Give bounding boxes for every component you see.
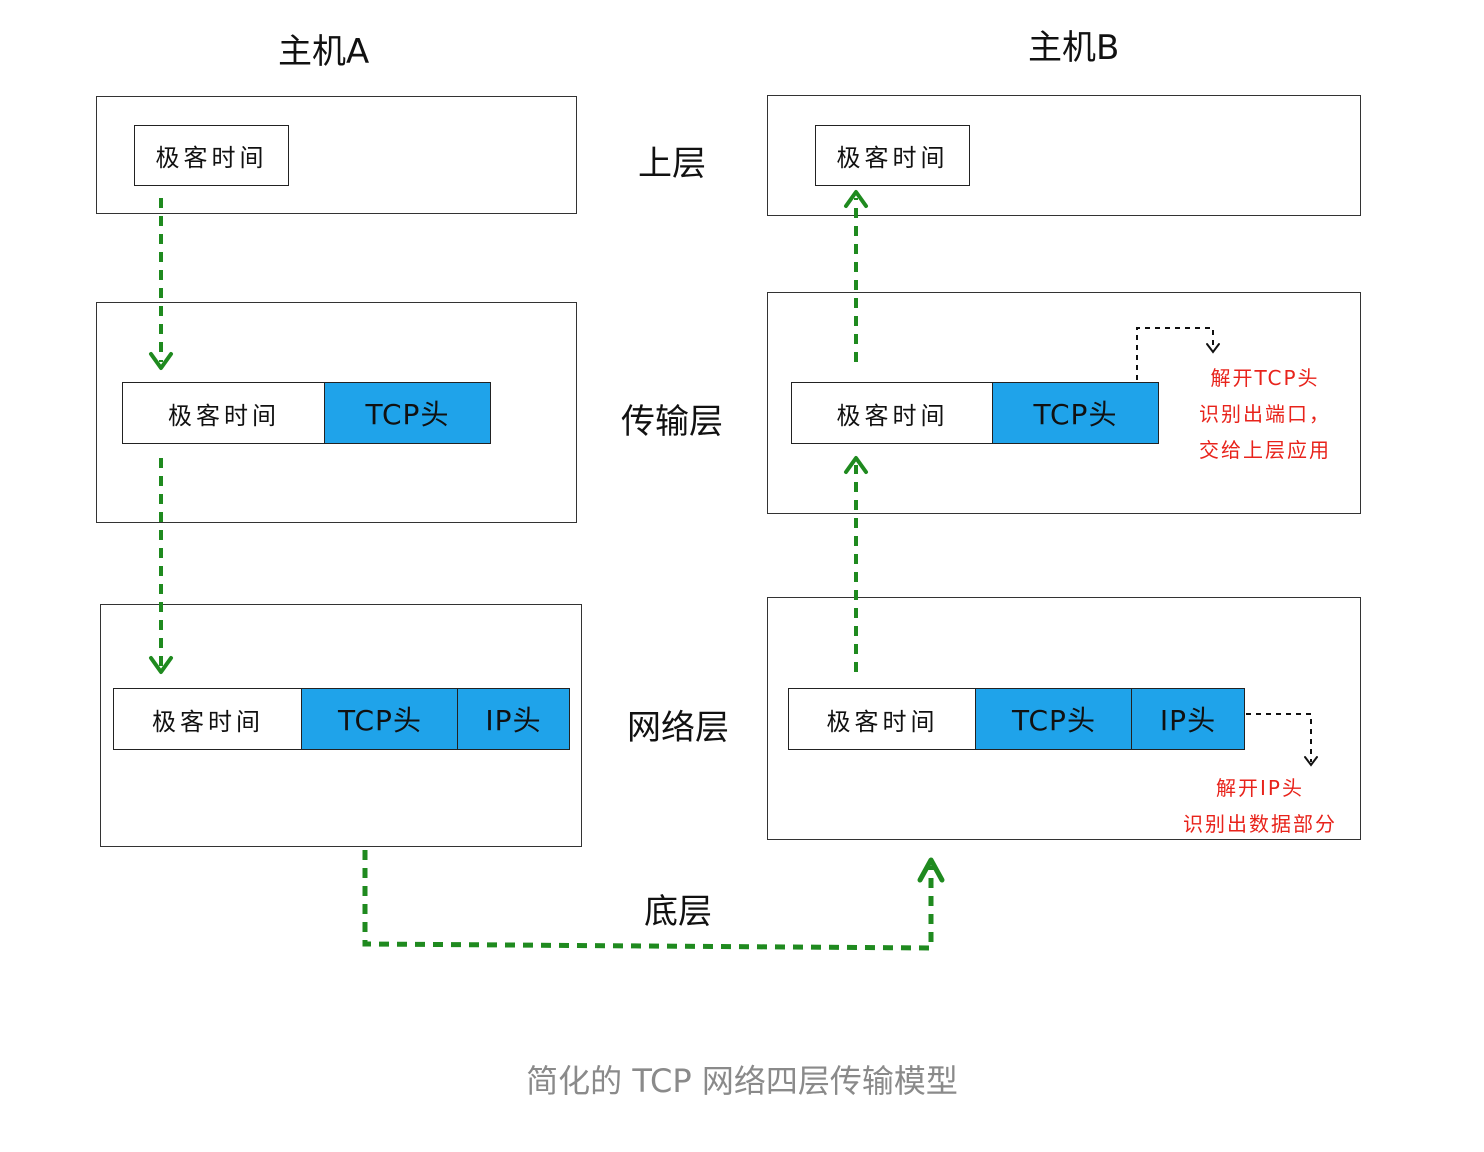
ip-header-segment: IP头 xyxy=(457,688,570,750)
ip-unwrap-note: 解开IP头 识别出数据部分 xyxy=(1160,770,1360,842)
arrowhead-up xyxy=(917,857,945,883)
arrowhead-up xyxy=(844,456,868,474)
host-b-title: 主机B xyxy=(1028,28,1120,68)
note-line: 识别出端口， xyxy=(1199,402,1331,426)
arrowhead-down xyxy=(149,352,173,370)
host-a-network-layer: 极客时间 TCP头 IP头 xyxy=(100,604,582,847)
note-line: 交给上层应用 xyxy=(1199,438,1331,462)
data-segment: 极客时间 xyxy=(113,688,303,750)
tcp-unwrap-note: 解开TCP头 识别出端口， 交给上层应用 xyxy=(1180,360,1350,468)
layer-label-bottom: 底层 xyxy=(644,892,712,932)
note-line: 解开IP头 xyxy=(1216,776,1304,800)
tcp-header-segment: TCP头 xyxy=(324,382,491,444)
data-segment: 极客时间 xyxy=(815,125,970,186)
note-line: 解开TCP头 xyxy=(1210,366,1320,390)
data-segment: 极客时间 xyxy=(134,125,289,186)
host-b-upper-layer: 极客时间 xyxy=(767,95,1361,216)
host-a-transport-layer: 极客时间 TCP头 xyxy=(96,302,577,523)
tcp-header-segment: TCP头 xyxy=(992,382,1159,444)
data-segment: 极客时间 xyxy=(791,382,994,444)
layer-label-transport: 传输层 xyxy=(621,402,723,442)
ip-header-segment: IP头 xyxy=(1131,688,1245,750)
arrowhead-down xyxy=(149,656,173,674)
arrowhead-up xyxy=(844,190,868,208)
tcp-header-segment: TCP头 xyxy=(301,688,459,750)
note-line: 识别出数据部分 xyxy=(1183,812,1337,836)
figure-caption: 简化的 TCP 网络四层传输模型 xyxy=(526,1062,958,1100)
host-a-upper-layer: 极客时间 xyxy=(96,96,577,214)
layer-label-upper: 上层 xyxy=(638,144,706,184)
host-b-transport-layer: 极客时间 TCP头 xyxy=(767,292,1361,514)
ip-note-connector xyxy=(1246,713,1312,762)
tcp-note-connector xyxy=(1136,327,1214,380)
host-b-network-layer: 极客时间 TCP头 IP头 xyxy=(767,597,1361,840)
layer-label-network: 网络层 xyxy=(627,708,729,748)
bottom-link-path xyxy=(362,850,934,951)
host-a-title: 主机A xyxy=(278,32,370,72)
data-segment: 极客时间 xyxy=(122,382,326,444)
data-segment: 极客时间 xyxy=(788,688,977,750)
tcp-header-segment: TCP头 xyxy=(975,688,1133,750)
